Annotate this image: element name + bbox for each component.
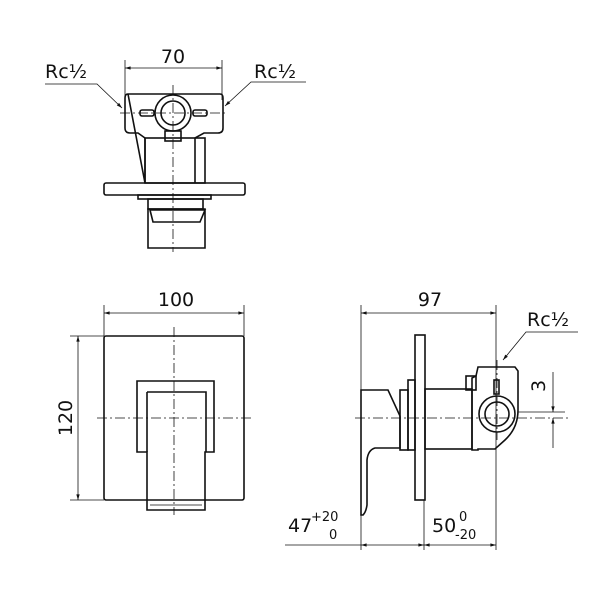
dim-50-value: 50 bbox=[432, 515, 456, 537]
dimension-47-label: 47 +20 0 bbox=[288, 510, 338, 543]
dim-47-value: 47 bbox=[288, 515, 312, 537]
cover-plate-side bbox=[414, 334, 426, 501]
thread-left-label: Rc½ bbox=[45, 61, 87, 83]
dimension-70-label: 70 bbox=[161, 46, 185, 68]
lever-handle-side bbox=[360, 389, 401, 516]
dimension-50-label: 50 0 -20 bbox=[432, 510, 476, 543]
thread-right-label: Rc½ bbox=[254, 61, 296, 83]
side-view: 97 Rc½ 3 47 +20 0 50 0 -20 bbox=[285, 289, 578, 550]
thread-side-leader bbox=[502, 331, 578, 361]
dimension-120-label: 120 bbox=[55, 400, 77, 436]
valve-body-side bbox=[471, 366, 519, 451]
top-view: 70 Rc½ Rc½ bbox=[45, 46, 306, 252]
dim-47-lower-tol: 0 bbox=[329, 528, 337, 543]
dim-50-lower-tol: -20 bbox=[455, 528, 476, 543]
front-view: 100 120 bbox=[55, 289, 252, 515]
valve-body-top bbox=[124, 93, 224, 184]
thread-right-leader bbox=[224, 81, 306, 107]
dimension-97-label: 97 bbox=[418, 289, 442, 311]
cover-plate-top bbox=[103, 182, 246, 196]
dimension-100-label: 100 bbox=[158, 289, 194, 311]
thread-left-leader bbox=[45, 83, 123, 109]
dim-47-upper-tol: +20 bbox=[311, 510, 338, 525]
dimension-3-label: 3 bbox=[528, 380, 550, 392]
dim-50-upper-tol: 0 bbox=[459, 510, 467, 525]
thread-side-label: Rc½ bbox=[527, 309, 569, 331]
lever-handle-front bbox=[136, 380, 215, 511]
